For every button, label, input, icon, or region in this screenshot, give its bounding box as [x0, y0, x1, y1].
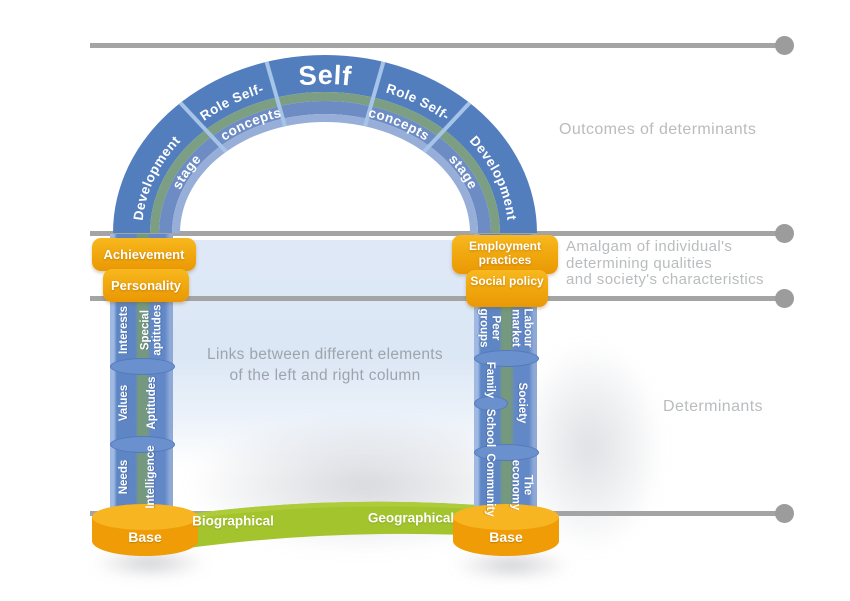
guide-dot-bottom	[775, 504, 794, 523]
foundation-label-biographical: Biographical	[192, 513, 274, 529]
annotation-amalgam: Amalgam of individual's determining qual…	[566, 238, 764, 289]
left-column-joint-2	[110, 436, 175, 453]
employment-practices-label: Employment practices	[468, 239, 541, 268]
left-capital-achievement: Achievement	[92, 238, 196, 271]
links-note: Links between different elements of the …	[170, 344, 480, 386]
links-note-line2: of the left and right column	[229, 367, 421, 384]
guide-dot-top	[775, 36, 794, 55]
left-column-joint-1	[110, 358, 175, 375]
arch-outer-band	[113, 55, 537, 233]
guide-line-top	[90, 43, 784, 48]
achievement-label: Achievement	[103, 247, 185, 262]
right-capital-employment-practices: Employment practices	[452, 235, 558, 274]
guide-dot-lower-middle	[775, 289, 794, 308]
arch-label-self: Self	[297, 60, 353, 91]
arch-segment-dividers	[178, 61, 472, 154]
guide-line-lower-middle	[90, 296, 784, 301]
guide-dot-upper-middle	[775, 224, 794, 243]
annotation-outcomes: Outcomes of determinants	[559, 121, 757, 138]
right-capital-social-policy: Social policy	[466, 270, 548, 307]
links-panel	[166, 240, 479, 475]
shadow-right-base	[452, 552, 572, 578]
right-column-joint-1	[474, 350, 539, 367]
links-note-line1: Links between different elements	[207, 346, 443, 363]
right-base-label: Base	[489, 529, 523, 545]
personality-label: Personality	[110, 278, 182, 293]
annotation-determinants: Determinants	[663, 398, 763, 415]
social-policy-label: Social policy	[470, 274, 544, 288]
annotation-amalgam-line3: and society's characteristics	[566, 271, 764, 288]
annotation-amalgam-line2: determining qualities	[566, 254, 712, 272]
annotation-amalgam-line1: Amalgam of individual's	[566, 238, 733, 255]
guide-line-upper-middle	[90, 231, 784, 236]
left-base-label: Base	[128, 529, 162, 545]
svg-text:Self: Self	[297, 60, 353, 91]
right-column-joint-2	[474, 444, 539, 461]
left-capital-personality: Personality	[103, 269, 189, 302]
right-column-joint-half	[474, 396, 508, 411]
foundation-label-geographical: Geographical	[367, 510, 455, 526]
